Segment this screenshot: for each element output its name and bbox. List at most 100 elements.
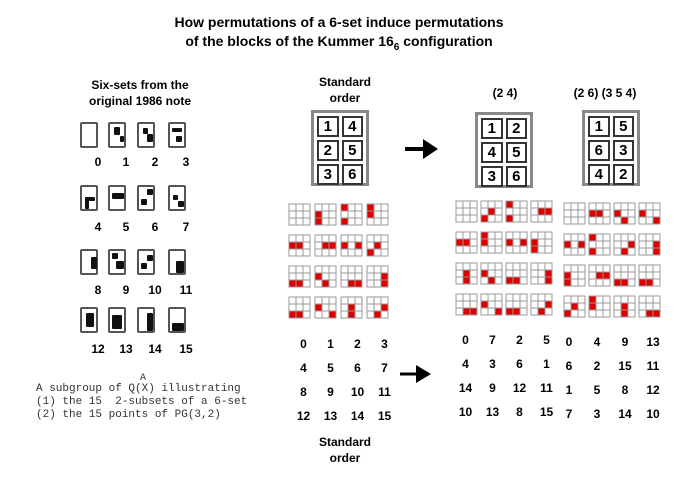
tile-cell [354, 265, 363, 274]
tile-cell [347, 203, 356, 212]
tile-cell [494, 293, 503, 302]
tile-cell-filled [354, 279, 363, 288]
tile-cell [295, 248, 304, 257]
original-set-number: 9 [122, 283, 130, 297]
kummer-block-tile [340, 234, 363, 257]
kummer-block-tile [340, 203, 363, 226]
block-number: 14 [618, 407, 632, 421]
tile-cell-filled [537, 207, 546, 216]
tile-cell [602, 295, 611, 304]
tile-cell [295, 203, 304, 212]
kummer-block-tile [613, 233, 636, 256]
tile-cell [613, 247, 622, 256]
kummer-block-tile [588, 233, 611, 256]
kummer-block-tile [530, 262, 553, 285]
tile-cell [577, 271, 586, 280]
block-number: 9 [327, 385, 334, 399]
tile-cell [302, 210, 311, 219]
tile-cell [645, 202, 654, 211]
kummer-block-tile [613, 202, 636, 225]
tile-cell [380, 234, 389, 243]
tile-cell-filled [627, 240, 636, 249]
original-six-set-sketch [80, 185, 98, 211]
original-six-set-sketch [137, 122, 155, 148]
box-cell: 4 [588, 164, 610, 185]
tile-cell-filled [480, 238, 489, 247]
block-number: 12 [646, 383, 660, 397]
tile-cell [366, 217, 375, 226]
original-six-set-sketch [137, 307, 155, 333]
arrow-right-icon [400, 365, 431, 383]
tile-cell [288, 248, 297, 257]
tile-cell [530, 231, 539, 240]
tile-cell-filled [620, 216, 629, 225]
tile-cell-filled [602, 271, 611, 280]
tile-cell [314, 310, 323, 319]
box-cell: 6 [341, 164, 363, 185]
box-cell: 3 [317, 164, 339, 185]
tile-cell [620, 271, 629, 280]
sketch-mark [141, 263, 147, 269]
block-number: 3 [381, 337, 388, 351]
kummer-block-tile [288, 234, 311, 257]
tile-cell [455, 207, 464, 216]
tile-cell-filled [595, 271, 604, 280]
kummer-block-tile [366, 234, 389, 257]
tile-cell [487, 200, 496, 209]
tile-cell [302, 265, 311, 274]
tile-cell-filled [652, 309, 661, 318]
tile-cell [602, 309, 611, 318]
tile-cell [544, 238, 553, 247]
box-cell: 5 [341, 140, 363, 161]
tile-cell [302, 296, 311, 305]
original-six-set-sketch [108, 122, 126, 148]
tile-cell [505, 262, 514, 271]
tile-cell [530, 200, 539, 209]
sketch-mark [178, 201, 184, 207]
tile-cell-filled [588, 247, 597, 256]
tile-cell [512, 207, 521, 216]
tile-cell-filled [544, 276, 553, 285]
perm-label-2-4: (2 4) [492, 86, 518, 100]
tile-cell [577, 295, 586, 304]
tile-cell [302, 203, 311, 212]
tile-cell [570, 209, 579, 218]
tile-cell [627, 271, 636, 280]
tile-cell-filled [347, 303, 356, 312]
tile-cell-filled [366, 248, 375, 257]
tile-cell [602, 202, 611, 211]
tile-cell [645, 302, 654, 311]
block-number: 4 [462, 357, 469, 371]
standard-order-top-1: Standard [318, 75, 371, 89]
tile-cell [314, 248, 323, 257]
tile-cell [288, 234, 297, 243]
tile-cell [512, 200, 521, 209]
original-set-number: 8 [94, 283, 102, 297]
tile-cell [302, 279, 311, 288]
kummer-block-tile [638, 264, 661, 287]
tile-cell-filled [462, 276, 471, 285]
tile-cell-filled [537, 307, 546, 316]
box-cell: 1 [588, 116, 610, 137]
tile-cell [645, 233, 654, 242]
tile-cell-filled [380, 279, 389, 288]
tile-cell [455, 262, 464, 271]
tile-cell [366, 265, 375, 274]
block-number: 1 [565, 383, 573, 397]
tile-cell [638, 233, 647, 242]
tile-cell [487, 293, 496, 302]
tile-cell [295, 296, 304, 305]
block-number: 2 [516, 333, 523, 347]
tile-cell [577, 233, 586, 242]
tile-cell [295, 210, 304, 219]
sketch-mark [85, 199, 89, 209]
tile-cell [570, 233, 579, 242]
tile-cell [519, 269, 528, 278]
tile-cell [563, 233, 572, 242]
tile-cell [314, 279, 323, 288]
tile-cell [340, 210, 349, 219]
tile-cell-filled [638, 278, 647, 287]
tile-cell-filled [620, 309, 629, 318]
